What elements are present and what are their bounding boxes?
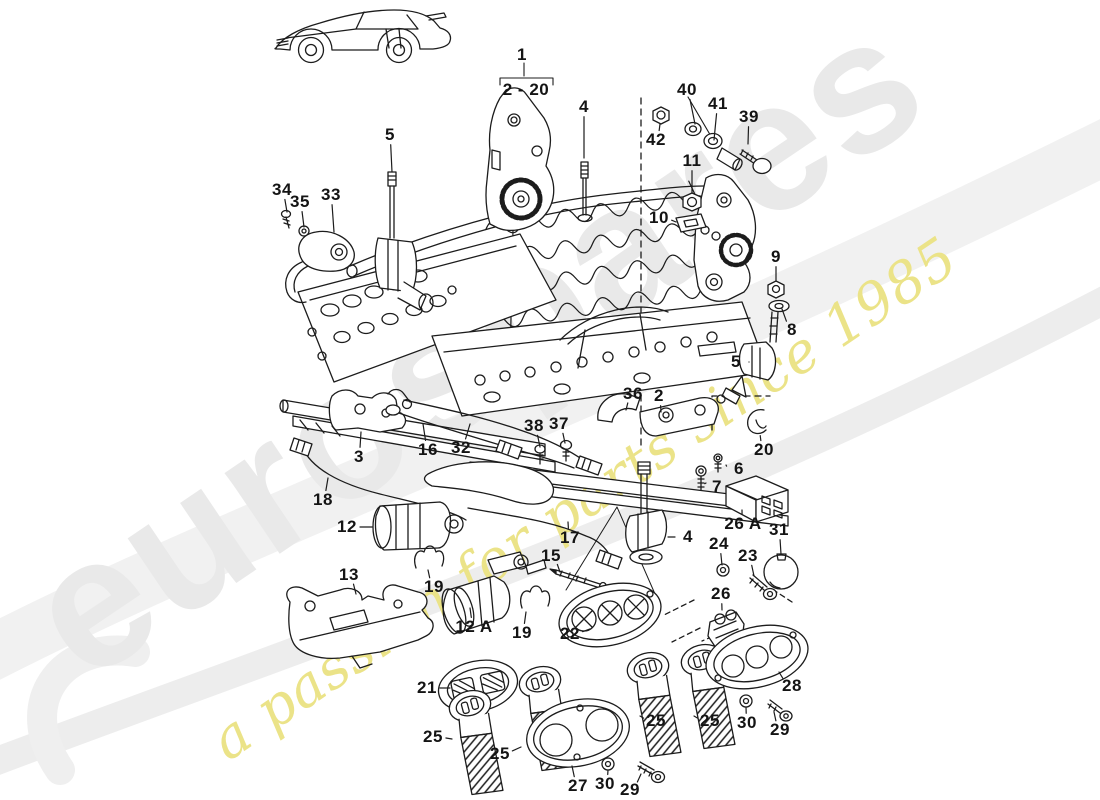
handle-33 bbox=[285, 230, 355, 304]
switch-panel-22 bbox=[558, 582, 662, 648]
panel-28 bbox=[705, 624, 809, 690]
left-tower-plate bbox=[485, 87, 555, 231]
callout-leader-lines bbox=[284, 98, 788, 783]
cap-31 bbox=[763, 553, 799, 590]
cable-17 bbox=[467, 507, 623, 570]
bolt-38 bbox=[534, 444, 546, 465]
motor-5-right bbox=[716, 311, 779, 405]
nut-9 bbox=[767, 280, 785, 299]
screw-29-left bbox=[637, 761, 666, 784]
left-side-rail bbox=[297, 233, 557, 383]
screw-23 bbox=[749, 574, 778, 601]
right-tower-plate bbox=[693, 173, 757, 302]
bolt-39 bbox=[739, 149, 772, 175]
plate-27 bbox=[526, 698, 630, 768]
pin-41 bbox=[716, 147, 743, 171]
bracket-36 bbox=[597, 393, 641, 423]
clip-19-right bbox=[520, 585, 551, 609]
nut-11 bbox=[682, 192, 702, 212]
screw-29-right bbox=[767, 699, 793, 722]
cable-16 bbox=[385, 404, 575, 469]
washer-8 bbox=[768, 299, 790, 313]
clip-20-right bbox=[747, 409, 767, 435]
screw-7 bbox=[695, 465, 707, 491]
seat-frame bbox=[279, 87, 789, 527]
motor-12 bbox=[372, 501, 464, 551]
bolt-37 bbox=[559, 439, 573, 462]
bracket-13 bbox=[286, 584, 434, 669]
washer-30-right bbox=[739, 694, 753, 708]
bracket-2 bbox=[639, 396, 719, 437]
relay-26a bbox=[725, 475, 789, 523]
grommet-24 bbox=[716, 563, 730, 577]
cable-32 bbox=[403, 399, 603, 505]
screw-34 bbox=[280, 209, 292, 229]
motor-12a bbox=[441, 551, 547, 635]
gearbox-4-mid bbox=[625, 461, 668, 565]
screw-6 bbox=[713, 453, 723, 473]
washers-40 bbox=[684, 121, 723, 150]
clip-10 bbox=[675, 213, 707, 233]
spindle-5-left bbox=[374, 171, 434, 313]
spindle-4-top bbox=[577, 161, 593, 223]
car-silhouette-icon bbox=[274, 9, 452, 64]
clip-19-left bbox=[414, 545, 445, 569]
washer-30-left bbox=[601, 757, 615, 771]
nut-42 bbox=[652, 106, 670, 125]
nut-35 bbox=[298, 225, 310, 237]
